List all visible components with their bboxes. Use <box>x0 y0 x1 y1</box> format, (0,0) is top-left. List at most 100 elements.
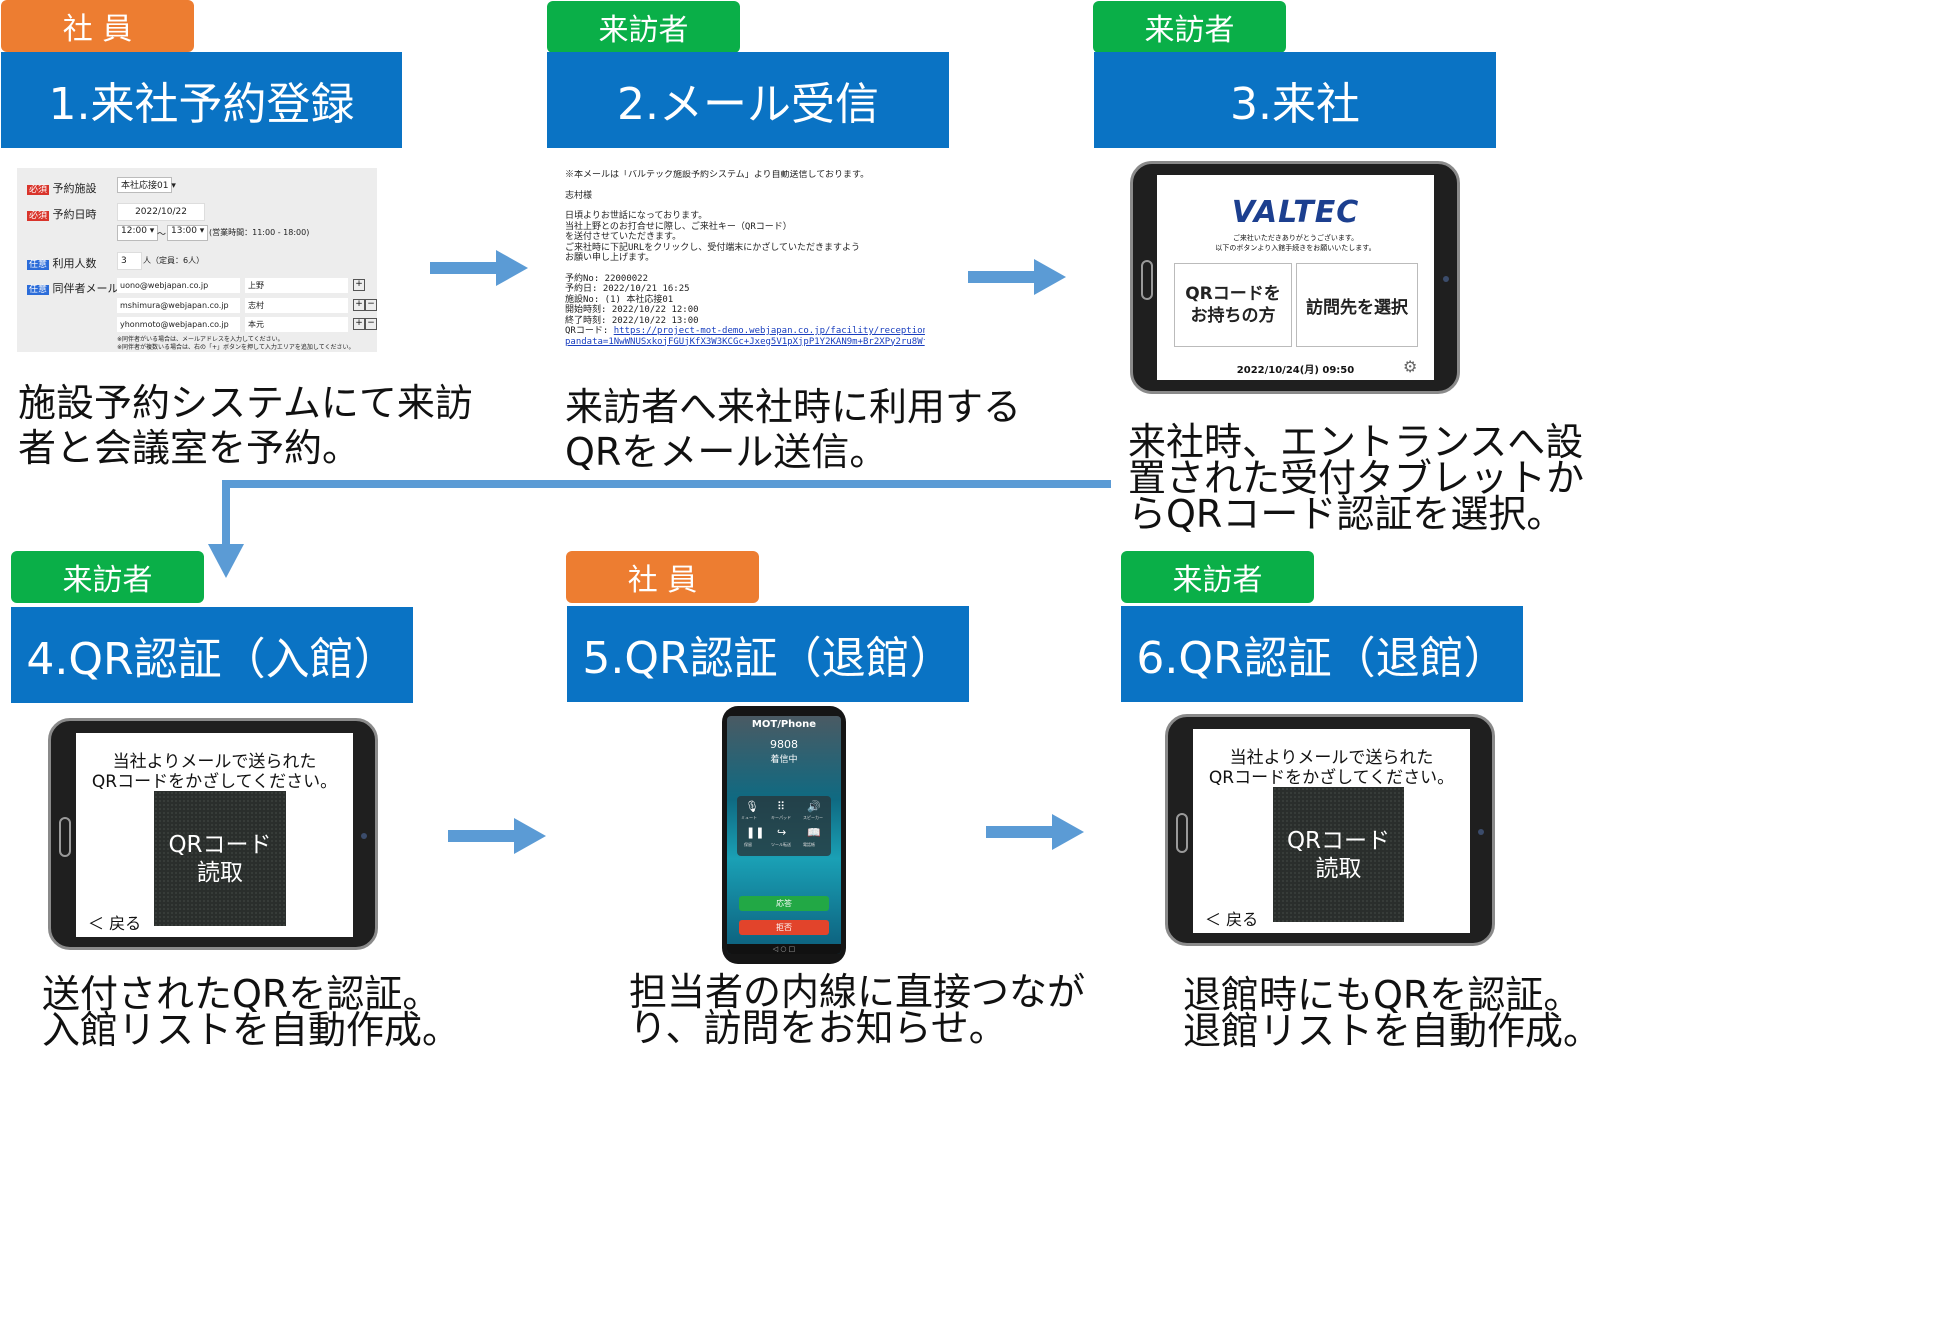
qr-reader-label-1: QRコード <box>1286 827 1391 854</box>
thanks-text: ご来社いただきありがとうございます。 <box>1232 234 1359 242</box>
ctrl-label-mute: ミュート <box>741 815 757 820</box>
role-badge-step3: 来訪者 <box>1093 1 1286 53</box>
phone-screen: MOT/Phone 9808 着信中 🎙 ⠿ 🔊 ミュート キーパッド スピーカ… <box>727 716 841 954</box>
tablet-home-button <box>1141 260 1153 300</box>
ctrl-label-hold: 保留 <box>744 842 752 847</box>
mail-line: 開始時刻: 2022/10/22 12:00 <box>565 305 699 315</box>
tablet-camera <box>1443 276 1449 282</box>
qr-reader-area[interactable]: QRコード読取 <box>1273 787 1404 922</box>
people-input[interactable]: 3 <box>117 252 142 270</box>
mail-line: ご来社時に下記URLをクリックし、受付端末にかざしていただきますよう <box>565 242 860 253</box>
qr-reader-label-1: QRコード <box>168 831 272 858</box>
keypad-icon[interactable]: ⠿ <box>777 800 786 813</box>
step2-desc-line1: 来訪者へ来社時に利用する <box>565 385 1022 429</box>
step3-description: 来社時、エントランスへ設 置された受付タブレットか らQRコード認証を選択。 <box>1128 423 1584 536</box>
role-badge-step4: 来訪者 <box>11 551 204 603</box>
mail-qr-link[interactable]: https://project-mot-demo.webjapan.co.jp/… <box>613 326 925 336</box>
arrow-step1-to-step2 <box>430 250 528 286</box>
date-input[interactable]: 2022/10/22 <box>117 203 205 221</box>
connector-step3-to-step4 <box>208 480 1111 578</box>
step6-description: 退館時にもQRを認証。 退館リストを自動作成。 <box>1183 976 1602 1053</box>
companion-email-2[interactable]: mshimura@webjapan.co.jp <box>117 298 240 313</box>
date-label: 予約日時 <box>52 208 97 221</box>
add-row-icon[interactable]: + <box>353 318 365 330</box>
mail-qr-label: QRコード: <box>565 326 609 336</box>
answer-button[interactable]: 応答 <box>739 896 829 911</box>
ctrl-label-phonebook: 電話帳 <box>803 842 815 847</box>
remove-row-icon[interactable]: − <box>365 299 377 311</box>
exit-scan-tablet: 当社よりメールで送られた QRコードをかざしてください。 QRコード読取 ＜ 戻… <box>1165 714 1495 946</box>
step4-description: 送付されたQRを認証。 入館リストを自動作成。 <box>42 972 461 1052</box>
speaker-icon[interactable]: 🔊 <box>807 800 821 813</box>
step1-title: 1.来社予約登録 <box>1 52 402 148</box>
mute-icon[interactable]: 🎙 <box>745 800 759 813</box>
reception-screen: VALTEC ご来社いただきありがとうございます。 以下のボタンより入館手続きを… <box>1157 175 1434 380</box>
phonebook-icon[interactable]: 📖 <box>807 826 821 839</box>
role-badge-step5: 社 員 <box>566 551 759 603</box>
qr-reader-label-2: 読取 <box>1315 855 1362 882</box>
companion-email-3[interactable]: yhonmoto@webjapan.co.jp <box>117 317 240 332</box>
back-button[interactable]: ＜ 戻る <box>88 914 142 933</box>
reception-datetime: 2022/10/24(月) 09:50 <box>1236 365 1355 376</box>
mail-line: 施設No: (1) 本社応接01 <box>565 294 674 305</box>
call-controls: 🎙 ⠿ 🔊 ミュート キーパッド スピーカー ❚❚ ↪ 📖 保留 ツール転送 電… <box>737 796 831 856</box>
facility-select[interactable]: 本社応接01 ▾ <box>117 177 176 193</box>
ip-phone: MOT/Phone 9808 着信中 🎙 ⠿ 🔊 ミュート キーパッド スピーカ… <box>722 706 846 964</box>
required-badge: 必須 <box>27 185 50 195</box>
tablet-home-button <box>1176 813 1188 853</box>
arrow-step4-to-step5 <box>448 818 546 854</box>
step4-desc-line1: 送付されたQRを認証。 <box>42 972 441 1016</box>
scan-instruction-1: 当社よりメールで送られた <box>1229 748 1434 768</box>
add-row-icon[interactable]: + <box>353 279 365 291</box>
back-button[interactable]: ＜ 戻る <box>1205 910 1259 929</box>
mail-line: お願い申し上げます。 <box>565 253 655 263</box>
companion-email-1[interactable]: uono@webjapan.co.jp <box>117 278 240 293</box>
tablet-home-button <box>59 817 71 857</box>
ctrl-label-transfer: ツール転送 <box>771 842 791 847</box>
step1-desc-line2: 者と会議室を予約。 <box>18 426 361 470</box>
step3-desc-line3: らQRコード認証を選択。 <box>1128 492 1565 536</box>
hold-icon[interactable]: ❚❚ <box>746 826 765 839</box>
mail-line: 志村様 <box>565 190 593 201</box>
step6-desc-line2: 退館リストを自動作成。 <box>1183 1009 1602 1053</box>
companion-name-2[interactable]: 志村 <box>245 298 348 313</box>
companion-name-3[interactable]: 本元 <box>245 317 348 332</box>
qr-reader-area[interactable]: QRコード読取 <box>154 791 286 926</box>
reception-tablet: VALTEC ご来社いただきありがとうございます。 以下のボタンより入館手続きを… <box>1130 161 1460 394</box>
step1-description: 施設予約システムにて来訪 者と会議室を予約。 <box>18 381 473 471</box>
role-badge-step1: 社 員 <box>1 0 194 52</box>
mail-line: 終了時刻: 2022/10/22 13:00 <box>565 315 699 326</box>
exit-scan-screen: 当社よりメールで送られた QRコードをかざしてください。 QRコード読取 ＜ 戻… <box>1193 729 1470 933</box>
scan-instruction-2: QRコードをかざしてください。 <box>91 772 338 792</box>
entry-scan-screen: 当社よりメールで送られた QRコードをかざしてください。 QRコード読取 ＜ 戻… <box>76 733 353 937</box>
step2-description: 来訪者へ来社時に利用する QRをメール送信。 <box>565 385 1021 475</box>
transfer-icon[interactable]: ↪ <box>777 826 787 839</box>
mail-line: 日頃よりお世話になっております。 <box>565 211 708 221</box>
companion-name-1[interactable]: 上野 <box>245 278 348 293</box>
reject-button[interactable]: 拒否 <box>739 920 829 935</box>
mail-line: ※本メールは「バルテック施設予約システム」より自動送信しております。 <box>565 170 870 180</box>
people-label: 利用人数 <box>52 257 97 270</box>
qr-holder-label-1: QRコードを <box>1185 284 1281 304</box>
step5-description: 担当者の内線に直接つなが り、訪問をお知らせ。 <box>629 970 1086 1047</box>
select-destination-button[interactable]: 訪問先を選択 <box>1296 263 1418 347</box>
ctrl-label-keypad: キーパッド <box>771 815 791 820</box>
time-from-select[interactable]: 12:00 ▾ <box>117 225 158 241</box>
time-to-select[interactable]: 13:00 ▾ <box>167 225 208 241</box>
gear-icon[interactable]: ⚙ <box>1403 357 1418 376</box>
step4-desc-line2: 入館リストを自動作成。 <box>42 1008 461 1052</box>
mail-qr-link-cont[interactable]: pandata=1NwWNUSxkojFGUjKfX3W3KCGc+Jxeg5V… <box>565 336 925 347</box>
time-to-value: 13:00 <box>171 226 197 236</box>
facility-label: 予約施設 <box>52 182 97 195</box>
step6-title: 6.QR認証（退館） <box>1121 606 1523 702</box>
add-row-icon[interactable]: + <box>353 299 365 311</box>
ctrl-label-speaker: スピーカー <box>803 815 823 820</box>
scan-instruction-1: 当社よりメールで送られた <box>112 752 317 772</box>
remove-row-icon[interactable]: − <box>365 318 377 330</box>
chevron-down-icon: ▾ <box>171 181 176 191</box>
qr-holder-button[interactable]: QRコードを お持ちの方 <box>1174 263 1292 347</box>
hours-note: (営業時間：11:00 - 18:00) <box>209 228 310 237</box>
step5-desc-line1: 担当者の内線に直接つなが <box>629 970 1086 1014</box>
tablet-camera <box>361 833 367 839</box>
mail-line: 当社上野とのお打合せに際し、ご来社キー（QRコード） <box>565 221 792 232</box>
